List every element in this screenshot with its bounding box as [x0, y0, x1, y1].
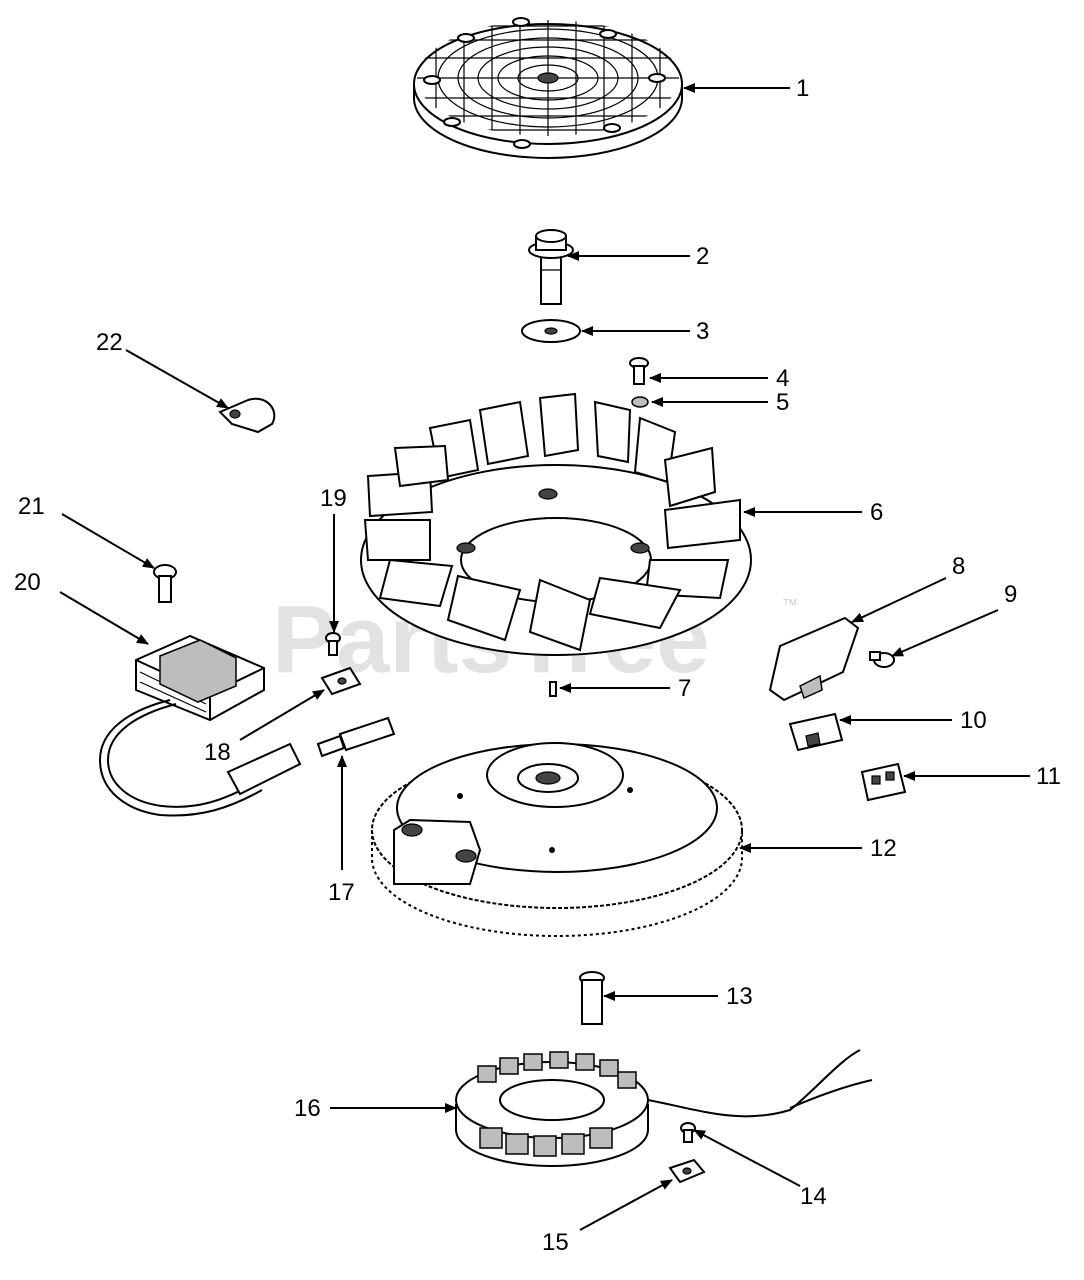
part-connector-10: [788, 712, 844, 752]
part-fan: [360, 392, 752, 656]
part-rectifier: [768, 616, 860, 702]
part-screw-4: [629, 357, 649, 385]
part-clip-15: [668, 1158, 706, 1184]
callout-11: 11: [1036, 763, 1061, 790]
part-rotating-screen: [413, 17, 683, 159]
part-screw-21: [153, 564, 177, 603]
callout-10: 10: [960, 707, 987, 734]
callout-16: 16: [294, 1095, 321, 1122]
part-sensor: [316, 716, 396, 758]
leader-20: [59, 591, 149, 645]
callout-7: 7: [678, 675, 691, 702]
callout-21: 21: [18, 493, 45, 520]
leader-21: [61, 513, 155, 569]
part-screw-9: [869, 651, 895, 668]
part-screw-13: [579, 971, 605, 1025]
part-flywheel: [371, 742, 743, 937]
part-stator: [455, 1049, 873, 1167]
callout-20: 20: [14, 569, 41, 596]
leader-lines: [59, 83, 1030, 1231]
part-clamp-22: [218, 397, 276, 434]
callout-labels: 1 2 3 4 5 6 7 8 9 10 11 12 13 14 15 16 1…: [14, 75, 1061, 1256]
part-flywheel-bolt: [528, 229, 574, 305]
callout-17: 17: [328, 879, 355, 906]
callout-5: 5: [776, 389, 789, 416]
watermark-trademark: ™: [782, 597, 798, 614]
callout-1: 1: [796, 75, 809, 102]
leader-8: [851, 577, 947, 623]
callout-13: 13: [726, 983, 753, 1010]
part-nut-5: [631, 396, 649, 408]
callout-4: 4: [776, 365, 789, 392]
leader-9: [891, 609, 999, 657]
part-washer: [521, 319, 581, 343]
leader-15: [579, 1179, 673, 1231]
callout-12: 12: [870, 835, 897, 862]
callout-18: 18: [204, 739, 231, 766]
leader-14: [693, 1129, 801, 1187]
callout-8: 8: [952, 553, 965, 580]
leader-22: [125, 349, 229, 409]
callout-3: 3: [696, 318, 709, 345]
part-ignition-module: [98, 634, 302, 817]
callout-19: 19: [320, 485, 347, 512]
callout-9: 9: [1004, 581, 1017, 608]
part-screw-19: [325, 632, 341, 656]
part-screw-14: [680, 1122, 696, 1143]
callout-14: 14: [800, 1183, 827, 1210]
leader-18: [239, 689, 325, 741]
part-connector-11: [860, 762, 907, 802]
callout-22: 22: [96, 329, 123, 356]
callout-15: 15: [542, 1229, 569, 1256]
callout-6: 6: [870, 499, 883, 526]
callout-2: 2: [696, 243, 709, 270]
part-key: [549, 681, 557, 697]
part-clip-18: [320, 666, 362, 696]
